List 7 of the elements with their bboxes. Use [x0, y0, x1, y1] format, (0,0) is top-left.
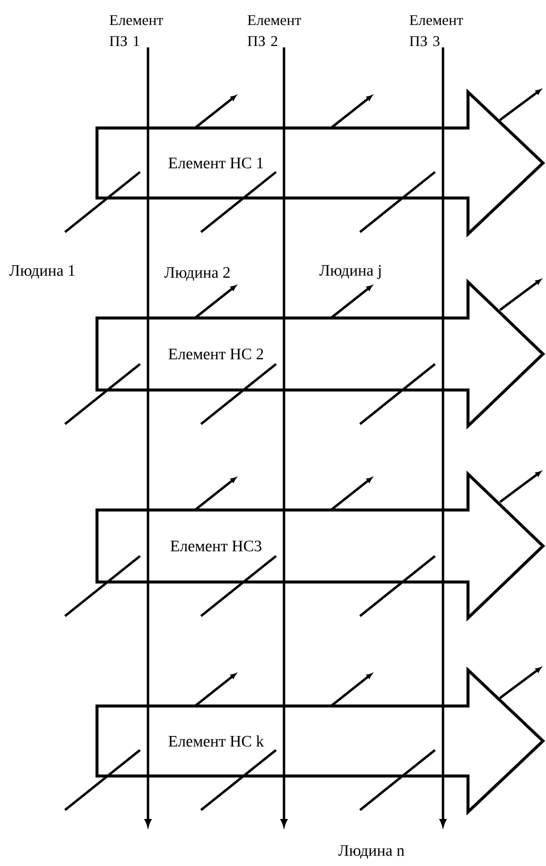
person-label: Людина 2 — [164, 267, 230, 281]
column-label: Елемент ПЗ 3 — [410, 15, 464, 46]
person-label: Людина n — [338, 845, 404, 859]
person-label: Людина j — [319, 265, 381, 279]
column-label: Елемент ПЗ 1 — [110, 15, 164, 46]
column-label: Елемент ПЗ 2 — [248, 15, 302, 46]
person-label: Людина 1 — [9, 265, 75, 279]
